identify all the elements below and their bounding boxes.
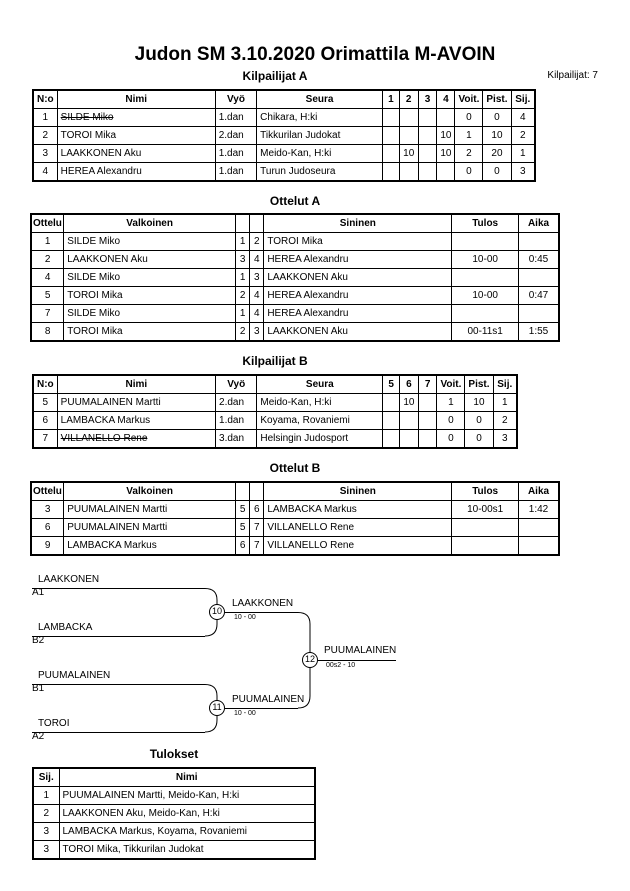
match-12-number: 12 bbox=[304, 654, 315, 664]
match-10-score: 10 - 00 bbox=[234, 614, 256, 621]
table-row: 4 SILDE Miko 1 3 LAAKKONEN Aku bbox=[30, 268, 560, 287]
table-row: 2 LAAKKONEN Aku 3 4 HEREA Alexandru 10-0… bbox=[30, 250, 560, 269]
table-row: 6 PUUMALAINEN Martti 5 7 VILLANELLO Rene bbox=[30, 518, 560, 537]
table-header-row: Sij. Nimi bbox=[32, 767, 316, 787]
table-row: 9 LAMBACKA Markus 6 7 VILLANELLO Rene bbox=[30, 536, 560, 556]
bracket-lines bbox=[32, 588, 396, 733]
bracket-a2-name: TOROI bbox=[38, 718, 70, 729]
match-10-number: 10 bbox=[211, 606, 222, 616]
table-row: 2 LAAKKONEN Aku, Meido-Kan, H:ki bbox=[32, 804, 316, 823]
match-12-score: 00s2 - 10 bbox=[326, 662, 356, 669]
table-row: 3 TOROI Mika, Tikkurilan Judokat bbox=[32, 840, 316, 860]
table-header-row: Ottelu Valkoinen Sininen Tulos Aika bbox=[30, 213, 560, 233]
bracket-a1-name: LAAKKONEN bbox=[38, 574, 100, 585]
table-row: 5 PUUMALAINEN Martti 2.dan Meido-Kan, H:… bbox=[32, 393, 518, 412]
table-row: 8 TOROI Mika 2 3 LAAKKONEN Aku 00-11s1 1… bbox=[30, 322, 560, 342]
bracket-a1-seed: A1 bbox=[32, 587, 45, 598]
matches-a-table: Ottelu Valkoinen Sininen Tulos Aika 1 SI… bbox=[30, 213, 560, 342]
table-row: 5 TOROI Mika 2 4 HEREA Alexandru 10-00 0… bbox=[30, 286, 560, 305]
table-row: 1 SILDE Miko 1 2 TOROI Mika bbox=[30, 232, 560, 251]
page-title: Judon SM 3.10.2020 Orimattila M-AVOIN bbox=[134, 44, 496, 65]
pool-a-heading: Kilpailijat A bbox=[242, 69, 308, 83]
table-row: 1 PUUMALAINEN Martti, Meido-Kan, H:ki bbox=[32, 786, 316, 805]
matches-b-heading: Ottelut B bbox=[269, 461, 321, 475]
pool-b-heading: Kilpailijat B bbox=[242, 354, 308, 368]
match-11-number: 11 bbox=[212, 702, 222, 712]
table-row: 4 HEREA Alexandru 1.dan Turun Judoseura … bbox=[32, 162, 536, 182]
matches-a-heading: Ottelut A bbox=[269, 194, 321, 208]
results-heading: Tulokset bbox=[149, 747, 199, 761]
bracket-b2-seed: B2 bbox=[32, 635, 45, 646]
bracket-b1-name: PUUMALAINEN bbox=[38, 670, 111, 681]
match-11-winner: PUUMALAINEN bbox=[232, 694, 305, 705]
bracket-a2-seed: A2 bbox=[32, 731, 45, 742]
results-table: Sij. Nimi 1 PUUMALAINEN Martti, Meido-Ka… bbox=[32, 767, 316, 860]
table-header-row: N:o Nimi Vyö Seura 5 6 7 Voit. Pist. Sij… bbox=[32, 374, 518, 394]
bracket-b1-seed: B1 bbox=[32, 683, 45, 694]
match-11-score: 10 - 00 bbox=[234, 710, 256, 717]
table-row: 3 LAAKKONEN Aku 1.dan Meido-Kan, H:ki 10… bbox=[32, 144, 536, 163]
pool-a-table: N:o Nimi Vyö Seura 1 2 3 4 Voit. Pist. S… bbox=[32, 89, 536, 182]
table-row: 6 LAMBACKA Markus 1.dan Koyama, Rovaniem… bbox=[32, 411, 518, 430]
match-10-winner: LAAKKONEN bbox=[232, 598, 294, 609]
matches-b-table: Ottelu Valkoinen Sininen Tulos Aika 3 PU… bbox=[30, 481, 560, 556]
table-row: 7 VILLANELLO Rene 3.dan Helsingin Judosp… bbox=[32, 429, 518, 449]
table-row: 1 SILDE Miko 1.dan Chikara, H:ki 0 0 4 bbox=[32, 108, 536, 127]
pool-b-table: N:o Nimi Vyö Seura 5 6 7 Voit. Pist. Sij… bbox=[32, 374, 518, 449]
table-row: 2 TOROI Mika 2.dan Tikkurilan Judokat 10… bbox=[32, 126, 536, 145]
table-row: 3 PUUMALAINEN Martti 5 6 LAMBACKA Markus… bbox=[30, 500, 560, 519]
bracket-b2-name: LAMBACKA bbox=[38, 622, 93, 633]
table-row: 3 LAMBACKA Markus, Koyama, Rovaniemi bbox=[32, 822, 316, 841]
match-12-winner: PUUMALAINEN bbox=[324, 645, 397, 656]
competitor-count: Kilpailijat: 7 bbox=[547, 70, 598, 81]
table-row: 7 SILDE Miko 1 4 HEREA Alexandru bbox=[30, 304, 560, 323]
table-header-row: Ottelu Valkoinen Sininen Tulos Aika bbox=[30, 481, 560, 501]
table-header-row: N:o Nimi Vyö Seura 1 2 3 4 Voit. Pist. S… bbox=[32, 89, 536, 109]
